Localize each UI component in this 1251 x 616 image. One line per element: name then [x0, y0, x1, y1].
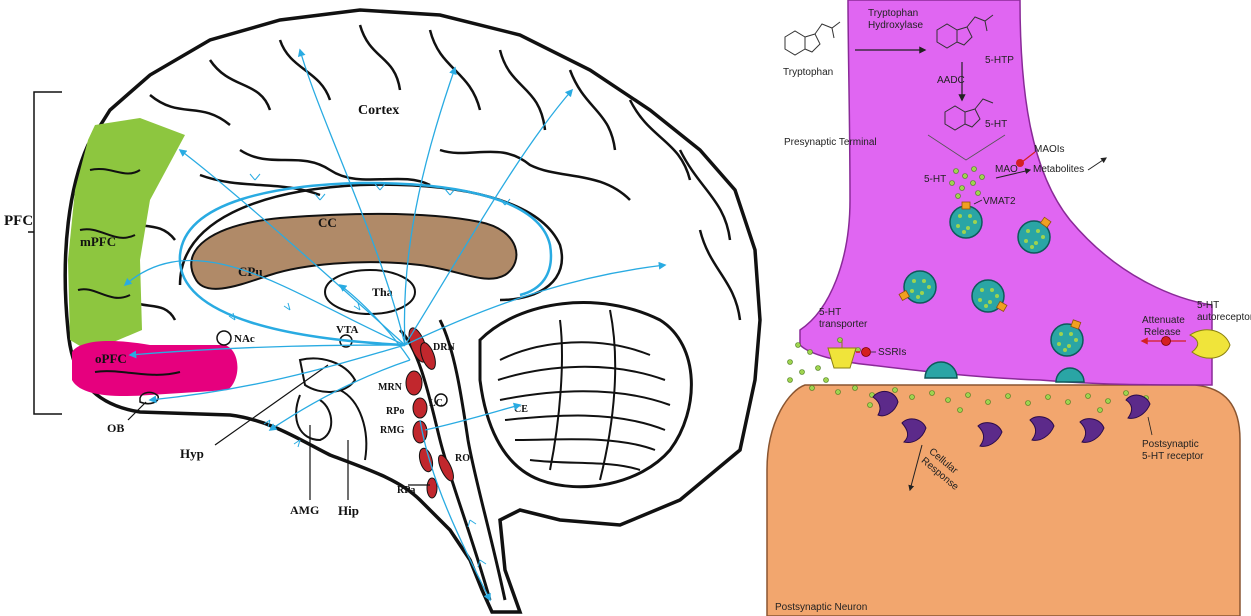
attenuate-label-1: Attenuate — [1142, 315, 1185, 326]
metabolites-label: Metabolites — [1033, 164, 1084, 175]
cortex-label: Cortex — [358, 103, 399, 118]
rmg-nucleus — [413, 421, 427, 443]
postsyn-receptor-label-1: Postsynaptic — [1142, 439, 1199, 450]
rpa-nucleus — [427, 478, 437, 498]
ssri-inhibitor — [862, 348, 871, 357]
transporter-label-1: 5-HT — [819, 307, 841, 318]
pfc-label: PFC — [4, 213, 33, 229]
autoreceptor-label-1: 5-HT — [1197, 300, 1219, 311]
brain-diagram: PFC mPFC — [4, 10, 760, 612]
maois-label: MAOIs — [1034, 144, 1065, 155]
postsynaptic-label: Postsynaptic Neuron — [775, 602, 867, 613]
ssris-label: SSRIs — [878, 347, 906, 358]
hyp-label: Hyp — [180, 446, 204, 461]
cc-label: CC — [318, 215, 337, 230]
cerebellum — [480, 303, 691, 487]
pfc-bracket — [34, 92, 62, 414]
attenuate-label-2: Release — [1144, 327, 1181, 338]
tryptophan-structure — [785, 22, 840, 55]
nac-label: NAc — [234, 333, 255, 345]
tryptophan-label: Tryptophan — [783, 67, 833, 78]
mao-label: MAO — [995, 164, 1018, 175]
postsyn-receptor-label-2: 5-HT receptor — [1142, 451, 1204, 462]
drn-label: DRN — [433, 342, 455, 353]
opfc-label: oPFC — [95, 351, 127, 366]
cpu-label: CPu — [238, 264, 263, 279]
mrn-nucleus — [406, 371, 422, 395]
presynaptic-label: Presynaptic Terminal — [784, 137, 877, 148]
synapse-diagram: Tryptophan Tryptophan Hydroxylase 5-HTP … — [767, 0, 1251, 616]
ro-label: RO — [455, 453, 470, 464]
aadc-label: AADC — [937, 75, 965, 86]
serotonin-transporter — [828, 348, 856, 368]
rpo-label: RPo — [386, 406, 404, 417]
transporter-label-2: transporter — [819, 319, 868, 330]
vmat2-label: VMAT2 — [983, 196, 1016, 207]
enzyme-label-1: Tryptophan — [868, 8, 918, 19]
postsynaptic-neuron — [767, 385, 1240, 616]
rpo-nucleus — [413, 398, 427, 418]
autoreceptor-label-2: autoreceptor — [1197, 312, 1251, 323]
rpa-label: RPa — [397, 485, 415, 496]
vta-label: VTA — [336, 324, 358, 336]
free-5ht-label: 5-HT — [924, 174, 946, 185]
hip-label: Hip — [338, 503, 359, 518]
htp-label: 5-HTP — [985, 55, 1014, 66]
amg-label: AMG — [290, 503, 319, 517]
ob-label: OB — [107, 421, 124, 435]
mrn-label: MRN — [378, 382, 403, 393]
lc-label: LC — [429, 398, 443, 409]
ht-molecule-label: 5-HT — [985, 119, 1007, 130]
enzyme-label-2: Hydroxylase — [868, 20, 923, 31]
rmg-label: RMG — [380, 425, 405, 436]
mpfc-label: mPFC — [80, 234, 116, 249]
